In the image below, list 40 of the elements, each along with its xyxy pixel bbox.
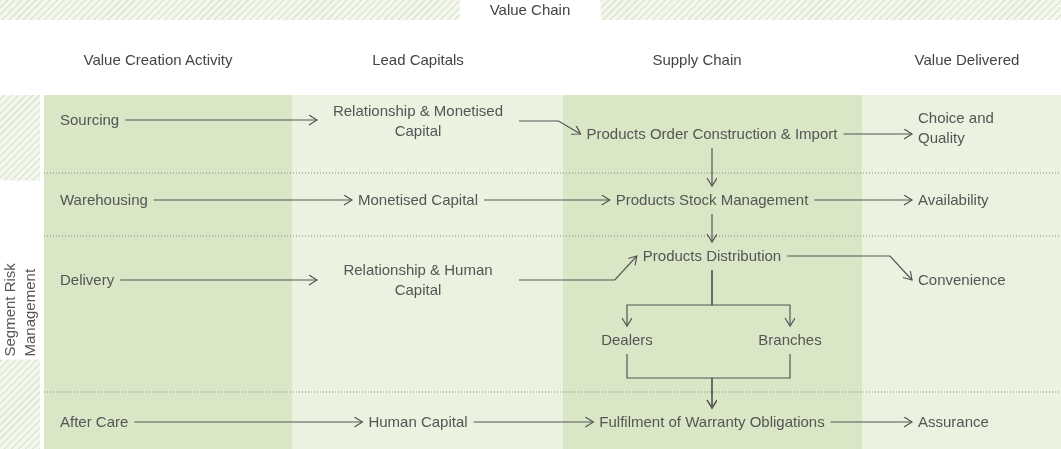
- row-group-label: Segment Risk Management: [0, 180, 40, 360]
- supply-step-label: Branches: [758, 330, 822, 350]
- arrow: [483, 194, 611, 206]
- arrow: [706, 213, 718, 243]
- activity-label: Warehousing: [60, 190, 148, 210]
- activity-label: After Care: [60, 412, 129, 432]
- arrow: [813, 194, 913, 206]
- value-label: Assurance: [918, 412, 989, 432]
- supply-step-label: Dealers: [601, 330, 653, 350]
- arrow: [706, 147, 718, 187]
- capital-label: Human Capital: [368, 412, 468, 432]
- band-title: Value Chain: [459, 0, 601, 20]
- column-header: Lead Capitals: [372, 50, 464, 70]
- column-header: Supply Chain: [652, 50, 742, 70]
- arrow: [473, 416, 594, 428]
- arrow: [830, 416, 913, 428]
- column-header: Value Delivered: [914, 50, 1020, 70]
- capital-label: Relationship & Human Capital: [323, 260, 513, 300]
- arrow: [518, 120, 582, 135]
- column-header: Value Creation Activity: [83, 50, 233, 70]
- arrow: [133, 416, 363, 428]
- value-label: Choice and Quality: [918, 108, 1013, 148]
- supply-step-label: Products Distribution: [642, 246, 782, 266]
- supply-step-label: Fulfilment of Warranty Obligations: [599, 412, 825, 432]
- supply-step-label: Products Order Construction & Import: [586, 124, 838, 144]
- arrow: [706, 353, 791, 409]
- activity-label: Sourcing: [60, 110, 120, 130]
- supply-step-label: Products Stock Management: [615, 190, 809, 210]
- capital-label: Relationship & Monetised Capital: [323, 101, 513, 141]
- arrow: [711, 269, 796, 327]
- arrow: [786, 255, 913, 281]
- arrow: [119, 274, 318, 286]
- activity-label: Delivery: [60, 270, 115, 290]
- arrow: [842, 128, 913, 140]
- arrow: [153, 194, 353, 206]
- capital-label: Monetised Capital: [357, 190, 479, 210]
- value-label: Convenience: [918, 270, 1006, 290]
- arrow: [518, 255, 638, 281]
- arrow: [124, 114, 318, 126]
- value-label: Availability: [918, 190, 989, 210]
